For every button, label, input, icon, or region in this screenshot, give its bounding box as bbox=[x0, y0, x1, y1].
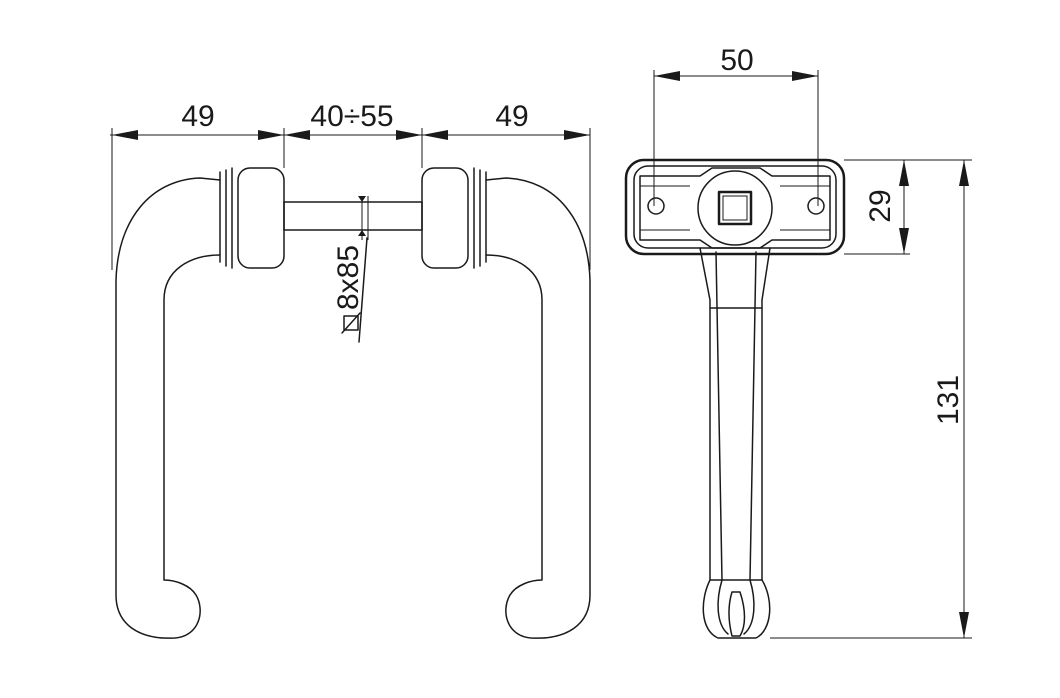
square-section-symbol bbox=[343, 315, 359, 331]
square-spindle-hole bbox=[717, 190, 753, 226]
spindle-dimension: 8x85 bbox=[332, 245, 365, 334]
rose-height-dimension bbox=[844, 159, 910, 255]
spindle-boss bbox=[697, 170, 773, 246]
side-handle-body bbox=[699, 247, 771, 639]
total-height-dimension bbox=[770, 159, 972, 639]
dim-right-width-label: 49 bbox=[495, 100, 528, 133]
dim-door-thickness-label: 40÷55 bbox=[310, 100, 393, 133]
front-dimension-line bbox=[110, 128, 591, 270]
dim-rose-height-label: 29 bbox=[864, 189, 897, 222]
dim-rose-width-label: 50 bbox=[720, 44, 753, 77]
dim-left-width-label: 49 bbox=[181, 100, 214, 133]
left-lever bbox=[115, 167, 285, 639]
right-lever bbox=[421, 167, 591, 639]
left-screw-hole bbox=[647, 197, 665, 215]
front-view: 49 40÷55 49 8x85 bbox=[110, 100, 591, 639]
rose-width-dimension bbox=[653, 70, 819, 206]
rose-plate bbox=[624, 158, 846, 256]
side-view: 50 29 131 bbox=[624, 44, 972, 639]
right-screw-hole bbox=[807, 197, 825, 215]
spindle-label: 8x85 bbox=[332, 245, 365, 310]
dim-total-height-label: 131 bbox=[932, 375, 965, 425]
spindle-leader-line bbox=[358, 237, 368, 343]
